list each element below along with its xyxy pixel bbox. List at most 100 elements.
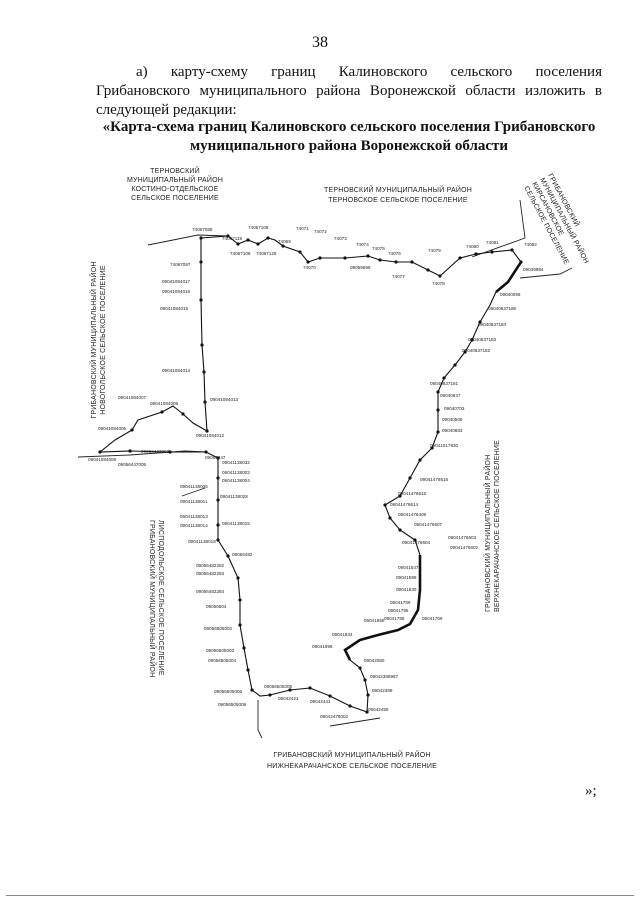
map-title: «Карта-схема границ Калиновского сельско… <box>102 119 596 154</box>
point-label: 09041084017 <box>162 279 191 284</box>
point-label: 09042389 <box>372 688 393 693</box>
point-label: 09042080 <box>364 658 385 663</box>
point-label: 09040637 <box>440 393 461 398</box>
point-label: 09040637181 <box>430 381 459 386</box>
region-north-left-line-3: КОСТИНО-ОТДЕЛЬСКОЕ <box>131 186 218 193</box>
point-label: 74081 <box>486 240 499 245</box>
region-north-left-line-2: МУНИЦИПАЛЬНЫЙ РАЙОН <box>127 175 223 184</box>
region-north-left-line-4: СЕЛЬСКОЕ ПОСЕЛЕНИЕ <box>131 195 219 202</box>
point-label: 09040637186 <box>488 306 517 311</box>
point-label: 09040683 <box>442 428 463 433</box>
point-label: 09056447003 <box>141 449 170 454</box>
point-label: 09056482283 <box>196 571 225 576</box>
point-label: 09056505003 <box>206 648 235 653</box>
region-south-line-1: ГРИБАНОВСКИЙ МУНИЦИПАЛЬНЫЙ РАЙОН <box>273 750 430 759</box>
region-south-west-line-1: ГРИБАНОВСКИЙ МУНИЦИПАЛЬНЫЙ РАЙОН <box>148 520 157 677</box>
point-label: 09041599 <box>396 575 417 580</box>
point-label: 74067108 <box>248 225 269 230</box>
point-label: 09041084007 <box>118 395 147 400</box>
bottom-scan-line <box>6 895 634 896</box>
point-label: 09056447 <box>205 455 226 460</box>
intro-text: а) карту-схему границ Калиновского сельс… <box>96 64 602 118</box>
point-label: 09040637182 <box>462 348 491 353</box>
point-label: 09041138013 <box>180 514 208 519</box>
point-label: 74079 <box>428 248 441 253</box>
point-label: 09042459 <box>368 707 389 712</box>
point-label: 09041476607 <box>414 522 443 527</box>
river-segment-lines <box>343 261 523 661</box>
point-label: 09041084009 <box>150 401 179 406</box>
point-label: 09041547 <box>398 565 419 570</box>
point-label: 09041138018 <box>188 539 216 544</box>
region-west-line-1: ГРИБАНОВСКИЙ МУНИЦИПАЛЬНЫЙ РАЙОН <box>89 261 98 418</box>
point-label: 09056505005 <box>264 684 293 689</box>
point-label: 09040637183 <box>468 337 497 342</box>
point-label: 74067089 <box>192 227 213 232</box>
region-east-line-1: ГРИБАНОВСКИЙ МУНИЦИПАЛЬНЫЙ РАЙОН <box>483 455 492 612</box>
point-label: 74071 <box>296 226 309 231</box>
point-label: 74080 <box>466 244 479 249</box>
region-north-left-line-1: ТЕРНОВСКИЙ <box>150 166 200 175</box>
point-label: 09042478002 <box>320 714 349 719</box>
point-label: 09041138003 <box>222 470 250 475</box>
point-label: 74070 <box>303 265 316 270</box>
point-label: 09041138004 <box>222 478 250 483</box>
point-label: 09041138028 <box>220 494 248 499</box>
point-label: 09041084013 <box>210 397 239 402</box>
point-label: 09039984 <box>523 267 544 272</box>
point-label: 09041138032 <box>222 460 250 465</box>
point-label: 09041786 <box>384 616 405 621</box>
point-label: 09041476603 <box>448 535 477 540</box>
point-label: 74067119 <box>222 236 243 241</box>
point-label: 09041138005 <box>180 484 208 489</box>
boundary-west <box>98 238 219 459</box>
point-label: 09042388967 <box>370 674 399 679</box>
point-label: 09041476409 <box>398 512 427 517</box>
point-label: 09041996 <box>312 644 333 649</box>
point-label: 09041084015 <box>160 306 189 311</box>
point-label: 09059699 <box>350 265 371 270</box>
point-label: 09041789 <box>390 600 411 605</box>
point-label: 09056447005 <box>118 462 147 467</box>
region-west-line-2: НОВОГОЛЬСКОЕ СЕЛЬСКОЕ ПОСЕЛЕНИЕ <box>100 265 107 415</box>
closing-quote: »; <box>585 783 597 799</box>
point-label: 09042441 <box>310 699 331 704</box>
point-label: 09056482282 <box>196 563 225 568</box>
point-label: 09056505008 <box>218 702 247 707</box>
boundary-vertices <box>98 234 523 714</box>
point-label: 09040508 <box>442 417 463 422</box>
point-label: 09041138015 <box>222 521 250 526</box>
point-label: 74078 <box>432 281 445 286</box>
point-label: 09041769 <box>422 616 443 621</box>
point-label: 09041017830 <box>430 443 459 448</box>
region-labels: ТЕРНОВСКИЙ МУНИЦИПАЛЬНЫЙ РАЙОН КОСТИНО-О… <box>89 166 591 770</box>
region-north-center-line-2: ТЕРНОВСКОЕ СЕЛЬСКОЕ ПОСЕЛЕНИЕ <box>328 197 468 204</box>
point-label: 74074 <box>356 242 369 247</box>
intro-paragraph: а) карту-схему границ Калиновского сельс… <box>96 63 602 120</box>
point-label: 09056482 <box>232 552 253 557</box>
point-label: 09041084014 <box>162 368 191 373</box>
point-label: 74082 <box>524 242 537 247</box>
region-east-line-2: ВЕРХНЕКАРАЧАНСКОЕ СЕЛЬСКОЕ ПОСЕЛЕНИЕ <box>494 440 501 612</box>
point-label: 09056505004 <box>208 658 237 663</box>
point-label: 09041476615 <box>398 491 427 496</box>
point-label: 09041934 <box>332 632 353 637</box>
point-label: 09041476604 <box>402 540 431 545</box>
point-label: 09041630 <box>396 587 417 592</box>
point-label: 09041795 <box>388 608 409 613</box>
point-label: 09040098 <box>500 292 521 297</box>
point-label: 09041476614 <box>390 502 419 507</box>
point-label: 09056504 <box>206 604 227 609</box>
point-label: 09041476602 <box>450 545 479 550</box>
region-south-line-2: НИЖНЕКАРАЧАНСКОЕ СЕЛЬСКОЕ ПОСЕЛЕНИЕ <box>267 763 437 770</box>
point-label: 74073 <box>334 236 347 241</box>
point-label: 09040703 <box>444 406 465 411</box>
point-code-labels: 74067089 74067119 74067108 74067109 7406… <box>88 225 544 719</box>
point-label: 74077 <box>392 274 405 279</box>
point-label: 09041084012 <box>196 433 225 438</box>
point-label: 74075 <box>372 246 385 251</box>
point-label: 74069 <box>278 239 291 244</box>
point-label: 09041084016 <box>162 289 191 294</box>
point-label: 09041084008 <box>88 457 117 462</box>
